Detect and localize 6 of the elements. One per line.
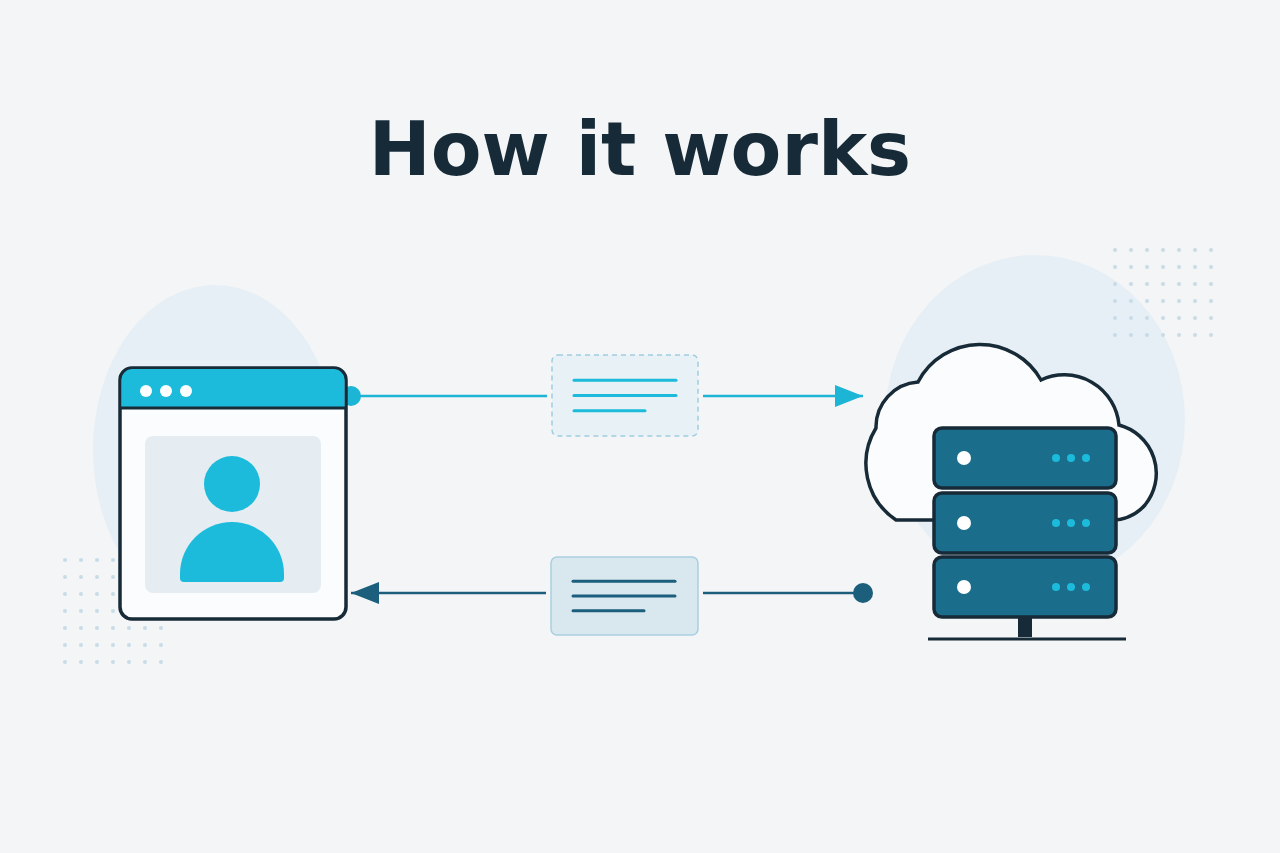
title: How it works [367,112,913,186]
message-icon [549,555,700,637]
arrow [351,582,546,604]
message-icon [550,353,700,438]
arrow [703,385,863,407]
browser-window-icon [118,366,348,621]
